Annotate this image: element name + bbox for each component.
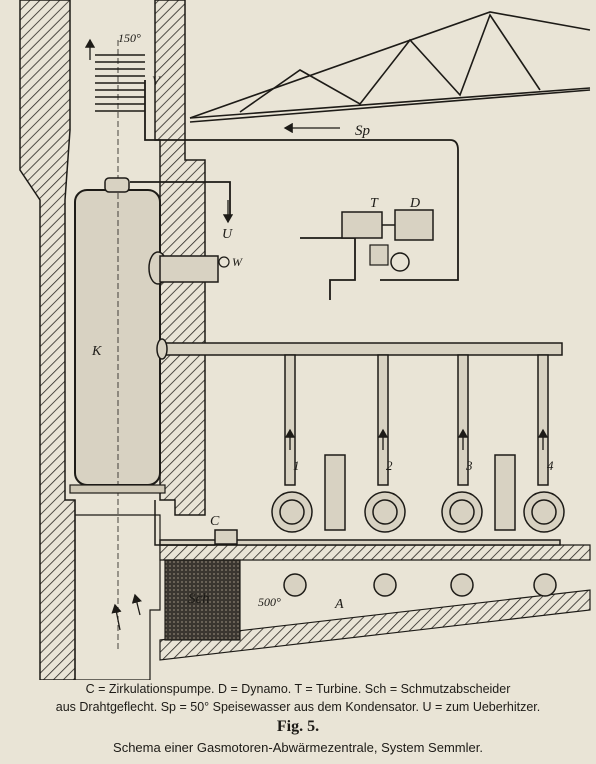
floor-slab [159,544,591,661]
label-u: U [222,227,233,242]
label-w: W [232,255,243,269]
flow-arrows [84,38,549,631]
legend-line-1: C = Zirkulationspumpe. D = Dynamo. T = T… [85,682,511,696]
dirt-separator [164,559,241,641]
pump-line [154,500,238,546]
engine-number: 3 [465,458,473,473]
boiler-k [69,40,166,650]
w-fitting [148,251,230,285]
label-temp-bottom: 500° [258,595,281,609]
figure-title: Fig. 5. [276,718,320,735]
legend-line-2: aus Drahtgeflecht. Sp = 50° Speisewasser… [55,700,541,714]
superheater-coil [95,54,145,112]
figure-subtitle: Schema einer Gasmotoren-Abwärmezentrale,… [113,740,483,755]
engine-number: 2 [386,458,393,473]
label-temp-top: 150° [118,31,141,45]
label-v: V [152,73,162,88]
turbine-unit [341,209,434,272]
roof-truss [189,11,591,123]
label-dynamo: D [409,196,420,211]
label-k: K [91,344,102,359]
header-pipe [156,338,563,360]
schematic-diagram: 150° V Sp T D U W K C Sch 500° A 1 2 3 4 [19,0,591,680]
label-sch: Sch [188,591,210,607]
engine-units [159,354,565,597]
label-a: A [334,597,344,612]
label-c: C [210,514,220,529]
label-sp: Sp [355,123,371,139]
engine-number: 4 [547,458,554,473]
engine-number: 1 [293,458,300,473]
label-turbine: T [370,196,379,211]
